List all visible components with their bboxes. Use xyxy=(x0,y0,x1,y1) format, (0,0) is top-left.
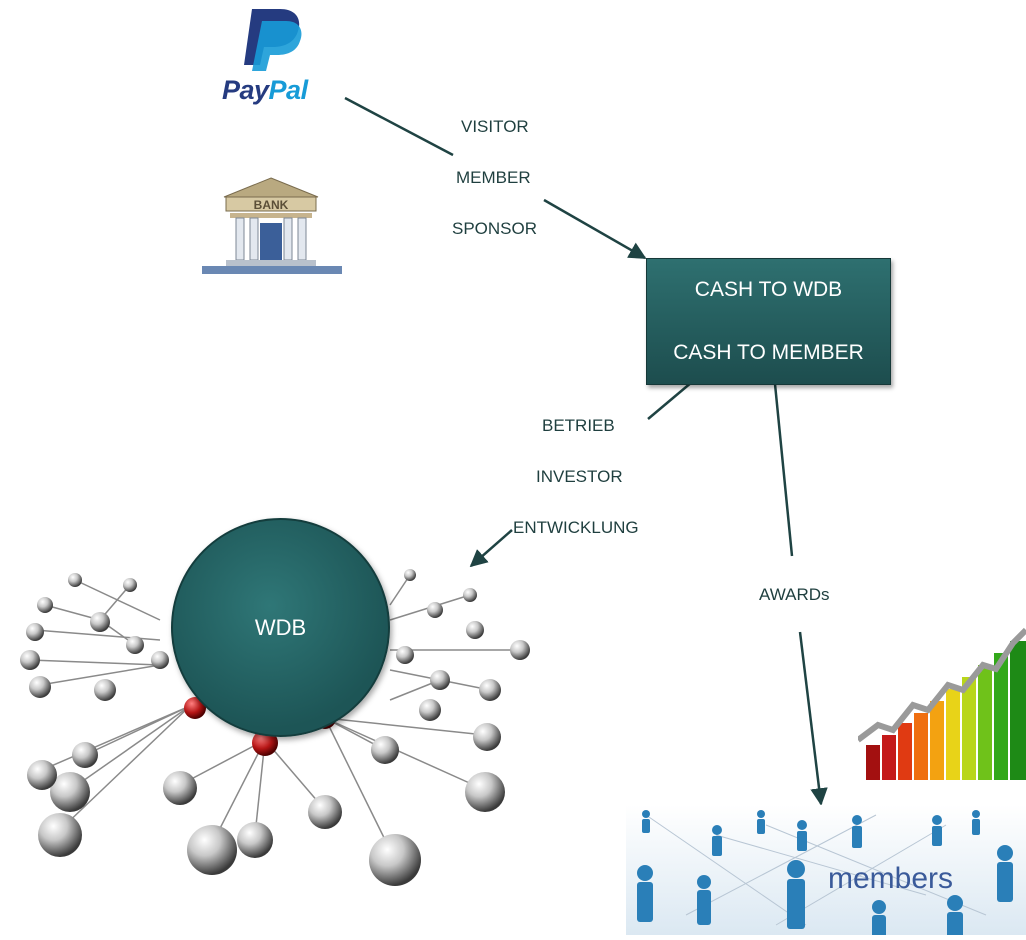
awards-to-members-arrow xyxy=(798,631,828,806)
growth-chart-image xyxy=(856,625,1026,780)
cash-box: CASH TO WDB CASH TO MEMBER xyxy=(646,258,891,385)
paypal-wordmark: PayPal xyxy=(222,75,308,106)
label-entwicklung: ENTWICKLUNG xyxy=(513,518,639,537)
label-investor: INVESTOR xyxy=(536,467,623,486)
wdb-label: WDB xyxy=(254,615,307,640)
bank-sign-text: BANK xyxy=(254,198,289,212)
cash-to-awards-connector xyxy=(773,383,794,557)
paypal-to-visitor-connector xyxy=(344,96,454,157)
network-illustration xyxy=(0,560,560,905)
label-betrieb: BETRIEB xyxy=(542,416,615,435)
label-awards: AWARDs xyxy=(759,585,830,604)
cash-to-member-text: CASH TO MEMBER xyxy=(673,341,864,364)
cash-to-betrieb-connector xyxy=(647,381,693,420)
bank-icon: BANK xyxy=(196,175,346,275)
members-word: members xyxy=(828,862,954,895)
paypal-wordmark-pay: Pay xyxy=(222,75,269,105)
sponsor-to-cash-arrow xyxy=(543,198,647,260)
paypal-p-icon xyxy=(244,9,302,71)
paypal-wordmark-pal: Pal xyxy=(268,75,309,105)
label-visitor: VISITOR xyxy=(461,117,529,136)
wdb-hub-circle: WDB xyxy=(171,518,390,737)
entwicklung-to-wdb-arrow xyxy=(469,529,513,568)
label-member: MEMBER xyxy=(456,168,531,187)
paypal-logo: PayPal xyxy=(210,5,330,105)
cash-to-wdb-text: CASH TO WDB xyxy=(694,278,843,301)
members-image xyxy=(626,805,1026,940)
label-sponsor: SPONSOR xyxy=(452,219,538,238)
